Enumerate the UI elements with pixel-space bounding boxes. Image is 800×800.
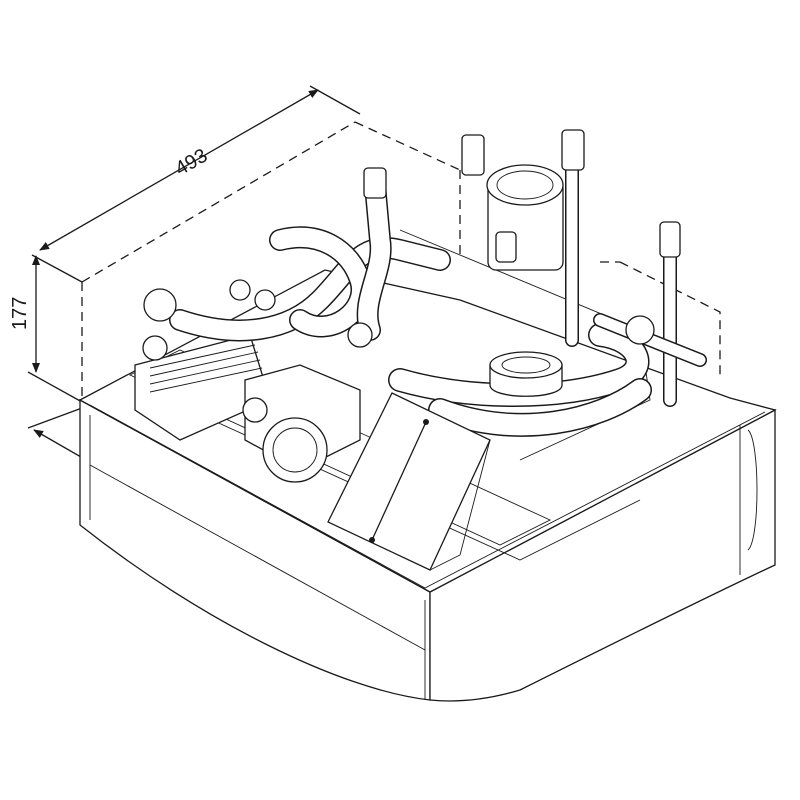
valves bbox=[142, 129, 681, 361]
dimension-depth-label: 493 bbox=[172, 145, 212, 181]
pump bbox=[242, 364, 361, 483]
flue-outlet bbox=[489, 351, 563, 397]
cover-outline-dashed bbox=[459, 170, 721, 380]
dimension-height-label: 177 bbox=[9, 297, 31, 330]
control-panel bbox=[327, 392, 491, 571]
pipework bbox=[169, 143, 707, 437]
dimension-depth: 493 bbox=[31, 85, 461, 283]
dimension-height: 177 bbox=[9, 255, 83, 403]
